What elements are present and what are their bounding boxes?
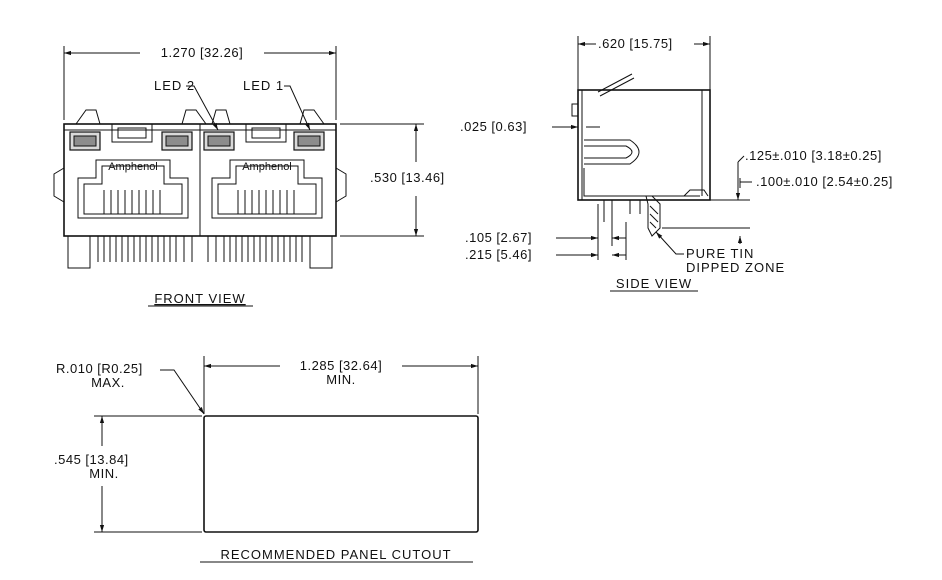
- side-offset-dim: .025 [0.63]: [460, 119, 527, 134]
- mount-post: [67, 235, 91, 269]
- lead: [629, 200, 641, 214]
- clip: [211, 109, 231, 125]
- clip: [299, 109, 325, 125]
- brand-label-left: Amphenol: [108, 161, 158, 173]
- jack-opening-left: [77, 159, 189, 219]
- cutout-height-note: MIN.: [89, 466, 118, 481]
- tolerance-dim-1: .125±.010 [3.18±0.25]: [745, 148, 882, 163]
- side-view-title: SIDE VIEW: [616, 276, 692, 291]
- mount-peg: [645, 195, 661, 237]
- cutout-height-dim: .545 [13.84]: [54, 452, 129, 467]
- jack-opening-right: [211, 159, 323, 219]
- led1-leader: [284, 85, 311, 131]
- panel-cutout: 1.285 [32.64] MIN. R.010 [R0.25] MAX. .5…: [54, 356, 479, 563]
- mount-post: [309, 235, 333, 269]
- cutout-width-dim: 1.285 [32.64]: [300, 358, 382, 373]
- pin-row: [97, 236, 303, 262]
- pin-dim-1: .105 [2.67]: [465, 230, 532, 245]
- side-body: [577, 89, 711, 201]
- pin-dim-2: .215 [5.46]: [465, 247, 532, 262]
- led1-label: LED 1: [243, 78, 284, 93]
- side-tab: [335, 167, 347, 203]
- tolerance-dim-2: .100±.010 [2.54±0.25]: [756, 174, 893, 189]
- lead: [603, 200, 613, 222]
- cutout-width-note: MIN.: [326, 372, 355, 387]
- cutout-radius-dim: R.010 [R0.25]: [56, 361, 143, 376]
- led2-leader: [186, 85, 219, 131]
- clip: [181, 109, 207, 125]
- side-tab: [53, 167, 65, 203]
- clip: [75, 109, 101, 125]
- cutout-outline: [203, 415, 479, 533]
- note-dipped-zone: DIPPED ZONE: [686, 260, 785, 275]
- front-view: 1.270 [32.26]: [53, 45, 445, 307]
- front-view-title: FRONT VIEW: [154, 291, 245, 306]
- led2-label: LED 2: [154, 78, 195, 93]
- latch: [584, 139, 640, 165]
- cutout-title: RECOMMENDED PANEL CUTOUT: [220, 547, 451, 562]
- front-height-dim: .530 [13.46]: [370, 170, 445, 185]
- side-view: .620 [15.75] .025 [0.63] .105 [2.67] .21…: [460, 36, 893, 292]
- side-width-dim: .620 [15.75]: [598, 36, 673, 51]
- front-width-dim: 1.270 [32.26]: [161, 45, 243, 60]
- shield-spring: [597, 73, 633, 93]
- cutout-radius-note: MAX.: [91, 375, 125, 390]
- brand-label-right: Amphenol: [242, 161, 292, 173]
- note-pure-tin: PURE TIN: [686, 246, 754, 261]
